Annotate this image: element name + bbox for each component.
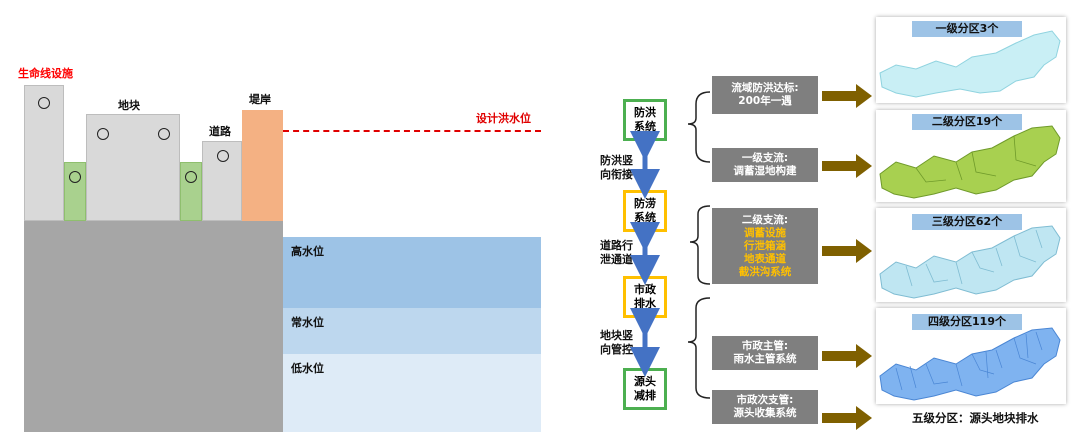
design-flood-line — [283, 130, 541, 132]
high-water-zone — [283, 237, 541, 308]
circle-marker — [158, 128, 170, 140]
map-title: 二级分区19个 — [912, 114, 1022, 130]
category-box: 市政主管:雨水主管系统 — [712, 336, 818, 370]
bracket — [689, 205, 711, 285]
category-box: 流域防洪达标:200年一遇 — [712, 76, 818, 114]
road-building — [202, 141, 242, 221]
right-arrow — [822, 406, 872, 430]
connector-label: 地块竖 向管控 — [600, 329, 633, 356]
zone-map-level-4: 四级分区119个 — [876, 308, 1066, 404]
right-arrow — [822, 154, 872, 178]
zone-map-level-2: 二级分区19个 — [876, 110, 1066, 202]
region-map-shape — [879, 30, 1061, 98]
right-arrow — [822, 239, 872, 263]
region-map-shape — [879, 327, 1061, 401]
connector-label: 防洪竖 向衔接 — [600, 154, 633, 181]
normal-water-zone — [283, 308, 541, 354]
right-arrow — [822, 344, 872, 368]
category-box: 市政次支管:源头收集系统 — [712, 390, 818, 424]
block-label: 地块 — [118, 99, 140, 112]
design-flood-label: 设计洪水位 — [476, 112, 531, 125]
map-title: 三级分区62个 — [912, 214, 1022, 230]
circle-marker — [185, 171, 197, 183]
circle-marker — [97, 128, 109, 140]
brown-arrows — [822, 84, 872, 430]
ground-block — [24, 221, 283, 432]
road-label: 道路 — [209, 125, 231, 138]
low-water-zone — [283, 354, 541, 432]
category-box: 二级支流: 调蓄设施 行泄箱涵 地表通道 截洪沟系统 — [712, 208, 818, 284]
high-water-label: 高水位 — [291, 245, 324, 258]
zone-map-level-3: 三级分区62个 — [876, 208, 1066, 302]
low-water-label: 低水位 — [291, 362, 324, 375]
category-box: 一级支流:调蓄湿地构建 — [712, 148, 818, 182]
map-title: 四级分区119个 — [912, 314, 1022, 330]
fifth-level-label: 五级分区：源头地块排水 — [912, 411, 1039, 425]
embankment — [242, 110, 283, 221]
circle-marker — [38, 97, 50, 109]
region-map-shape — [879, 225, 1061, 299]
bracket — [687, 91, 711, 163]
lifeline-label: 生命线设施 — [18, 67, 73, 80]
region-map-shape — [879, 125, 1061, 199]
bracket — [687, 297, 711, 399]
circle-marker — [69, 171, 81, 183]
map-title: 一级分区3个 — [912, 21, 1022, 37]
connector-label: 道路行 泄通道 — [600, 239, 633, 266]
normal-water-label: 常水位 — [291, 316, 324, 329]
right-arrow — [822, 84, 872, 108]
zone-map-level-1: 一级分区3个 — [876, 17, 1066, 103]
embankment-label: 堤岸 — [249, 93, 271, 106]
connectors-svg — [630, 91, 711, 399]
circle-marker — [217, 150, 229, 162]
